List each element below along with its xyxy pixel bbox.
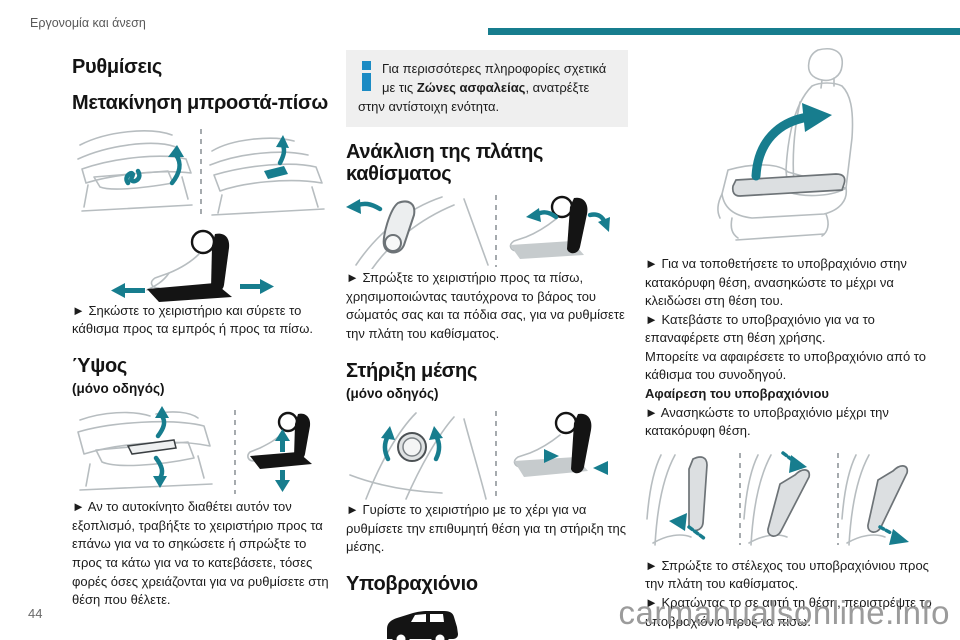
info-text-part2: , ανατρέξτε στην αντίστοιχη ενότητα. xyxy=(358,79,590,114)
running-header: Εργονομία και άνεση xyxy=(30,16,146,30)
armrest-note: Μπορείτε να αφαιρέσετε το υποβραχιόνιο α… xyxy=(645,348,926,383)
van-icon xyxy=(387,611,458,640)
armrest-raise-illustration xyxy=(645,42,937,247)
section-title-armrest: Υποβραχιόνιο xyxy=(346,572,478,595)
seat-slide-direction-illustration xyxy=(72,228,330,302)
section-title-lumbar: Στήριξη μέσης xyxy=(346,359,478,382)
page-number: 44 xyxy=(28,606,43,621)
section-title-backrest: Ανάκλιση της πλάτης καθίσματος xyxy=(346,140,544,185)
height-instruction: ► Αν το αυτοκίνητο διαθέτει αυτόν τον εξ… xyxy=(72,499,329,608)
section-title-slide: Μετακίνηση μπροστά-πίσω xyxy=(72,92,329,115)
armrest-removal-icon xyxy=(646,451,909,546)
left-column: Ρυθμίσεις Μετακίνηση μπροστά-πίσω xyxy=(72,50,330,610)
backrest-recline-illustration xyxy=(346,193,628,270)
slide-instruction: ► Σηκώστε το χειριστήριο και σύρετε το κ… xyxy=(72,302,313,337)
armrest-instruction-2: ► Κατεβάστε το υποβραχιόνιο για να το επ… xyxy=(645,311,875,346)
armrest-removal-step-2: ► Σπρώξτε το στέλεχος του υποβραχιόνιου … xyxy=(645,557,929,592)
info-box: Για περισσότερες πληροφορίες σχετικά με … xyxy=(346,50,628,127)
armrest-removal-heading: Αφαίρεση του υποβραχιόνιου xyxy=(645,386,829,402)
armrest-instruction-1: ► Για να τοποθετήσετε το υποβραχιόνιο στ… xyxy=(645,256,907,309)
watermark: carmanualsonline.info xyxy=(618,594,950,631)
seat-slide-lever-icon xyxy=(77,128,325,218)
armrest-removal-step-3: ► Κρατώντας το σε αυτή τη θέση, περιστρέ… xyxy=(645,594,932,629)
lumbar-support-illustration xyxy=(346,409,628,501)
seat-height-illustration xyxy=(72,406,330,498)
info-text-bold: Ζώνες ασφαλείας xyxy=(416,79,526,95)
seat-slide-direction-icon xyxy=(111,229,274,302)
driver-only-note-2: (μόνο οδηγός) xyxy=(346,386,439,402)
armrest-removal-illustration xyxy=(645,449,937,549)
info-icon xyxy=(362,61,371,91)
middle-column: Για περισσότερες πληροφορίες σχετικά με … xyxy=(346,50,628,640)
info-text-part1: Για περισσότερες πληροφορίες σχετικά με … xyxy=(382,61,607,95)
section-title-height: Ύψος xyxy=(72,354,128,377)
van-figure xyxy=(346,603,628,640)
seat-height-icon xyxy=(77,406,312,495)
seat-slide-lever-illustration xyxy=(72,125,330,222)
driver-only-note-1: (μόνο οδηγός) xyxy=(72,381,165,397)
right-column: ► Για να τοποθετήσετε το υποβραχιόνιο στ… xyxy=(645,42,937,631)
armrest-raise-icon xyxy=(717,48,854,241)
backrest-recline-icon xyxy=(346,195,610,270)
lumbar-support-icon xyxy=(349,411,608,500)
section-title-settings: Ρυθμίσεις xyxy=(72,56,163,78)
armrest-removal-step-1: ► Ανασηκώστε το υποβραχιόνιο μέχρι την κ… xyxy=(645,404,889,439)
accent-bar xyxy=(488,28,960,35)
backrest-instruction: ► Σπρώξτε το χειριστήριο προς τα πίσω, χ… xyxy=(346,270,625,342)
lumbar-instruction: ► Γυρίστε το χειριστήριο με το χέρι για … xyxy=(346,502,626,555)
